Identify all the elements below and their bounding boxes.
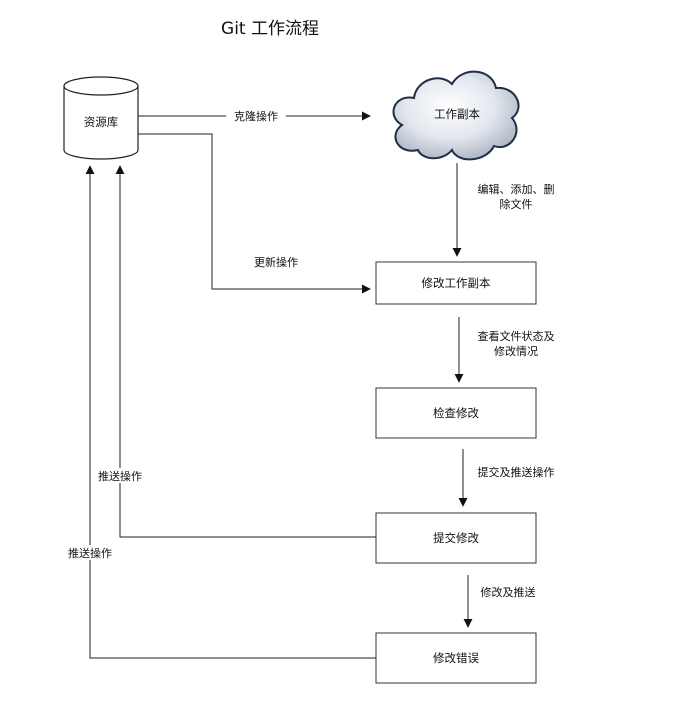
modify-working-copy-box xyxy=(375,261,537,305)
push-outer-arrow xyxy=(85,165,376,659)
view-status-label-line1: 查看文件状态及 xyxy=(478,329,555,343)
fix-errors-label: 修改错误 xyxy=(433,651,479,665)
commit-push-label: 提交及推送操作 xyxy=(478,465,555,479)
commit-changes-box xyxy=(375,512,537,564)
push-outer-label: 推送操作 xyxy=(68,546,112,560)
update-label: 更新操作 xyxy=(254,255,298,269)
push-inner-label: 推送操作 xyxy=(98,469,142,483)
modify-push-label: 修改及推送 xyxy=(481,585,536,599)
review-changes-box xyxy=(375,387,537,439)
update-arrow xyxy=(138,133,371,294)
edit-files-label-line2: 除文件 xyxy=(500,197,533,211)
modify-working-copy-label: 修改工作副本 xyxy=(422,276,491,290)
push-inner-arrow xyxy=(115,165,376,538)
review-changes-label: 检查修改 xyxy=(433,406,479,420)
working-copy-cloud-icon xyxy=(392,70,520,161)
repository-label: 资源库 xyxy=(84,115,119,129)
diagram-title: Git 工作流程 xyxy=(221,19,319,39)
view-status-label-line2: 修改情况 xyxy=(494,344,538,358)
working-copy-label: 工作副本 xyxy=(434,107,480,121)
commit-changes-label: 提交修改 xyxy=(433,531,479,545)
clone-label: 克隆操作 xyxy=(234,109,278,123)
edit-files-label-line1: 编辑、添加、删 xyxy=(478,182,555,196)
repository-database-icon xyxy=(63,76,139,160)
